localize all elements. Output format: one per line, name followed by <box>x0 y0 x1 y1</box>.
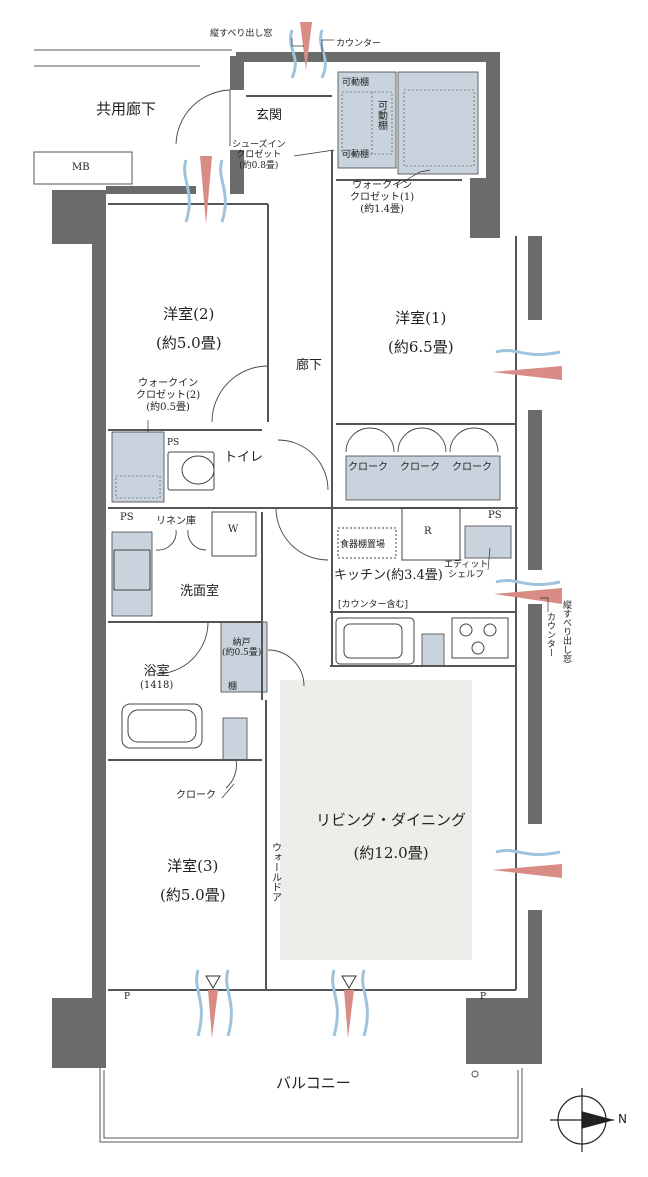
fridge-label: R <box>424 526 432 537</box>
wall-door-label: ウォールドア <box>269 842 281 902</box>
bath-size: (1418) <box>140 680 174 692</box>
western3-size: (約5.0畳) <box>160 885 226 904</box>
storage-fills <box>111 71 512 761</box>
washroom-label: 洗面室 <box>180 584 220 599</box>
wic2-line2: クロゼット(2) <box>136 390 201 401</box>
washer-label: W <box>228 524 239 535</box>
wic1-label: ウォークイン クロゼット(1) (約1.4畳) <box>350 180 414 216</box>
vent-top <box>289 22 327 79</box>
ps-label-wash: PS <box>120 512 134 523</box>
fixtures <box>113 451 461 749</box>
edit-shelf-line1: エディット <box>444 560 489 570</box>
storage-line1: 納戸 <box>232 638 251 648</box>
western3-name: 洋室(3) <box>167 857 219 875</box>
bath-label: 浴室 (1418) <box>140 664 173 692</box>
movable-shelf-1: 可動棚 <box>342 78 370 88</box>
western1-name: 洋室(1) <box>395 309 447 327</box>
bath-name: 浴室 <box>143 664 170 679</box>
living-floor <box>280 680 472 960</box>
western3-label: 洋室(3) (約5.0畳) <box>160 852 226 909</box>
vent-right-1 <box>492 349 562 380</box>
wic1-line3: (約1.4畳) <box>360 204 404 215</box>
vertical-window-callout-top: 縦すべり出し窓 <box>210 29 273 39</box>
vertical-window-callout-right: 縦すべり出し窓 <box>561 600 571 663</box>
shelf-label: 棚 <box>228 682 238 692</box>
corridor-rail <box>33 49 232 185</box>
storage-label: 納戸 (約0.5畳) <box>222 638 261 659</box>
western2-label: 洋室(2) (約5.0畳) <box>156 300 222 357</box>
corridor-label: 廊下 <box>296 358 323 373</box>
edit-shelf-line2: シェルフ <box>448 570 485 581</box>
vent-marks <box>183 22 562 1038</box>
counter-callout-right: カウンター <box>545 612 555 657</box>
wic1-line2: クロゼット(1) <box>350 192 415 203</box>
storage-details <box>115 89 475 499</box>
p-label-left: P <box>124 992 131 1002</box>
dish-shelf-label: 食器棚置場 <box>340 540 386 550</box>
compass-icon <box>550 1088 615 1152</box>
main-walls <box>52 52 542 1068</box>
entrance-label: 玄関 <box>256 108 283 123</box>
edit-shelf-label: エディット シェルフ <box>444 560 488 581</box>
movable-shelf-2: 可動棚 <box>342 150 370 160</box>
storage-line2: (約0.5畳) <box>222 648 262 659</box>
balcony-rail <box>99 1068 523 1143</box>
western1-label: 洋室(1) (約6.5畳) <box>388 304 454 361</box>
ps-label-kitchen: PS <box>488 510 502 521</box>
western2-name: 洋室(2) <box>163 305 215 323</box>
wic2-line1: ウォークイン <box>138 378 199 389</box>
cloak-label-1: クローク <box>348 462 388 473</box>
cloak-label-3: クローク <box>452 462 492 473</box>
north-label: N <box>618 1112 627 1126</box>
vent-right-3 <box>492 849 562 878</box>
western2-size: (約5.0畳) <box>156 333 222 352</box>
wic1-line1: ウォークイン <box>352 180 413 191</box>
counter-incl-label: [カウンター含む] <box>338 600 409 610</box>
movable-shelf-3: 可動棚 <box>375 100 387 130</box>
p-label-right: P <box>480 992 487 1002</box>
living-label: リビング・ダイニング (約12.0畳) <box>316 804 466 870</box>
living-size: (約12.0畳) <box>353 844 429 862</box>
wic2-line3: (約0.5畳) <box>146 402 190 413</box>
vent-corridor <box>183 156 227 224</box>
ps-label-toilet: PS <box>167 438 180 448</box>
vent-bottom-2 <box>331 969 369 1038</box>
western1-size: (約6.5畳) <box>388 337 454 356</box>
linen-label: リネン庫 <box>156 516 196 527</box>
kitchen-counter <box>335 617 509 665</box>
common-corridor-label: 共用廊下 <box>96 100 157 118</box>
toilet-label: トイレ <box>224 450 264 465</box>
cloak2-label: クローク <box>176 790 216 801</box>
counter-callout-top: カウンター <box>336 39 382 49</box>
vent-right-2 <box>494 579 562 604</box>
shoes-closet-line3: (約0.8畳) <box>239 160 279 171</box>
door-swings <box>155 89 499 789</box>
shoes-closet-line1: シューズイン <box>232 140 286 150</box>
shoes-closet-line2: クロゼット <box>236 150 282 161</box>
balcony-label: バルコニー <box>276 1074 351 1092</box>
living-name: リビング・ダイニング <box>316 811 467 829</box>
kitchen-label: キッチン(約3.4畳) <box>334 568 443 583</box>
wic2-label: ウォークイン クロゼット(2) (約0.5畳) <box>136 378 200 414</box>
leader-lines <box>147 38 549 799</box>
cloak-label-2: クローク <box>400 462 440 473</box>
mb-label: MB <box>72 162 90 173</box>
vent-bottom-1 <box>195 969 233 1038</box>
interior-walls <box>108 95 518 991</box>
shoes-closet-label: シューズイン クロゼット (約0.8畳) <box>232 140 286 171</box>
